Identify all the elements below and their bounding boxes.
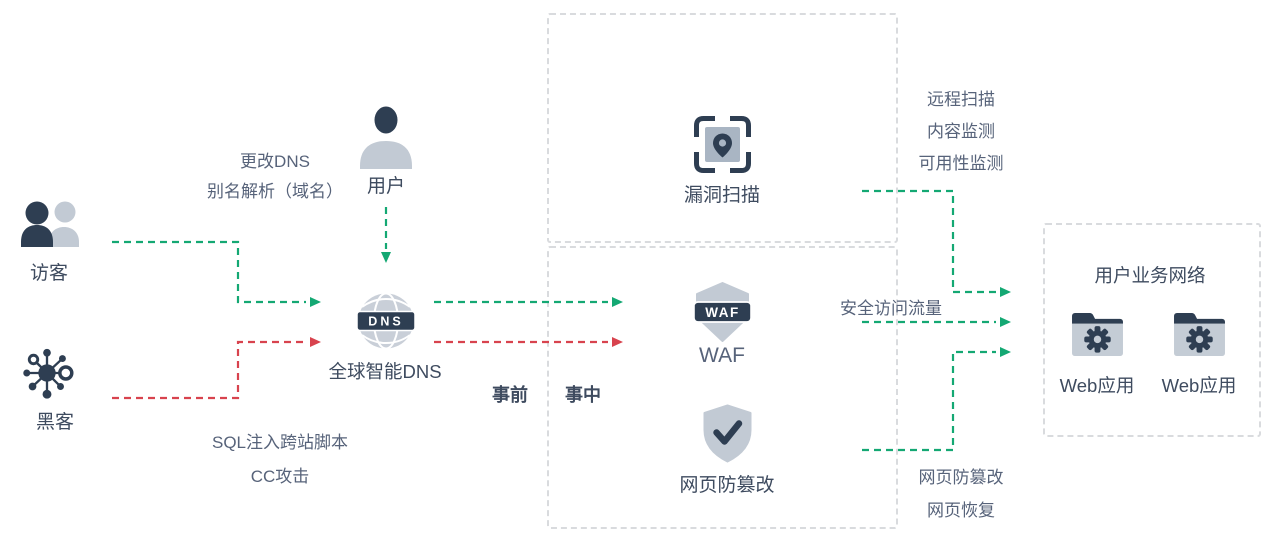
anti-tamper-shield-icon: [703, 404, 752, 463]
web-app-folder-icon: [1071, 312, 1123, 357]
arrowhead: [381, 252, 391, 263]
dns-label: 全球智能DNS: [328, 361, 442, 382]
waf-label: WAF: [699, 344, 745, 367]
dns-change-note-line2: 别名解析（域名）: [207, 182, 343, 201]
hacker-icon: [23, 348, 74, 399]
tamper-recovery-note-line1: 网页防篡改: [918, 468, 1004, 487]
arrowhead: [612, 337, 623, 347]
dns-change-note-line1: 更改DNS: [240, 152, 310, 171]
arrowhead: [310, 297, 321, 307]
monitoring-note-line3: 可用性监测: [918, 154, 1004, 173]
tamper-recovery-note: 网页防篡改 网页恢复: [881, 461, 1041, 527]
arrowhead: [612, 297, 623, 307]
monitoring-note-line1: 远程扫描: [927, 90, 995, 109]
web-app-label: Web应用: [1161, 375, 1237, 396]
connector-tamper-to-network: [862, 350, 996, 452]
connector-visitor-to-dns: [112, 240, 306, 304]
arrowhead: [1000, 317, 1011, 327]
user-icon: [360, 106, 412, 169]
dns-badge-text: DNS: [368, 315, 403, 329]
connector-scan-to-network: [862, 189, 996, 294]
phase-before-label: 事前: [492, 385, 528, 405]
user-label: 用户: [366, 176, 405, 197]
waf-badge-text: WAF: [705, 305, 740, 320]
in-event-zone-box: [547, 246, 898, 529]
arrowhead: [1000, 347, 1011, 357]
tamper-recovery-note-line2: 网页恢复: [927, 501, 995, 520]
waf-shield-icon: WAF: [693, 282, 752, 342]
pre-event-zone-box: [547, 13, 898, 243]
anti-tamper-label: 网页防篡改: [679, 475, 775, 496]
visitor-label: 访客: [29, 263, 68, 284]
attack-note: SQL注入跨站脚本 CC攻击: [190, 426, 370, 494]
arrowhead: [1000, 287, 1011, 297]
hacker-label: 黑客: [35, 412, 74, 433]
monitoring-note: 远程扫描 内容监测 可用性监测: [881, 84, 1041, 180]
dns-globe-icon: DNS: [356, 292, 416, 350]
dns-change-note: 更改DNS 别名解析（域名）: [185, 147, 365, 207]
web-app-folder-icon: [1173, 312, 1225, 357]
vulnerability-scan-label: 漏洞扫描: [683, 185, 760, 206]
web-app-item: Web应用: [1054, 310, 1140, 398]
arrowhead: [310, 337, 321, 347]
safe-traffic-label: 安全访问流量: [840, 299, 942, 318]
attack-note-line1: SQL注入跨站脚本: [211, 433, 349, 452]
connector-hacker-to-dns: [112, 340, 306, 400]
business-network-title: 用户业务网络: [1094, 265, 1206, 286]
web-app-label: Web应用: [1059, 375, 1135, 396]
attack-note-line2: CC攻击: [250, 467, 310, 486]
visitors-icon: [21, 201, 79, 247]
vulnerability-scan-icon: [694, 116, 751, 173]
phase-during-label: 事中: [565, 385, 601, 405]
monitoring-note-line2: 内容监测: [927, 122, 995, 141]
business-network-box: [1043, 223, 1261, 437]
web-app-item: Web应用: [1156, 310, 1242, 398]
